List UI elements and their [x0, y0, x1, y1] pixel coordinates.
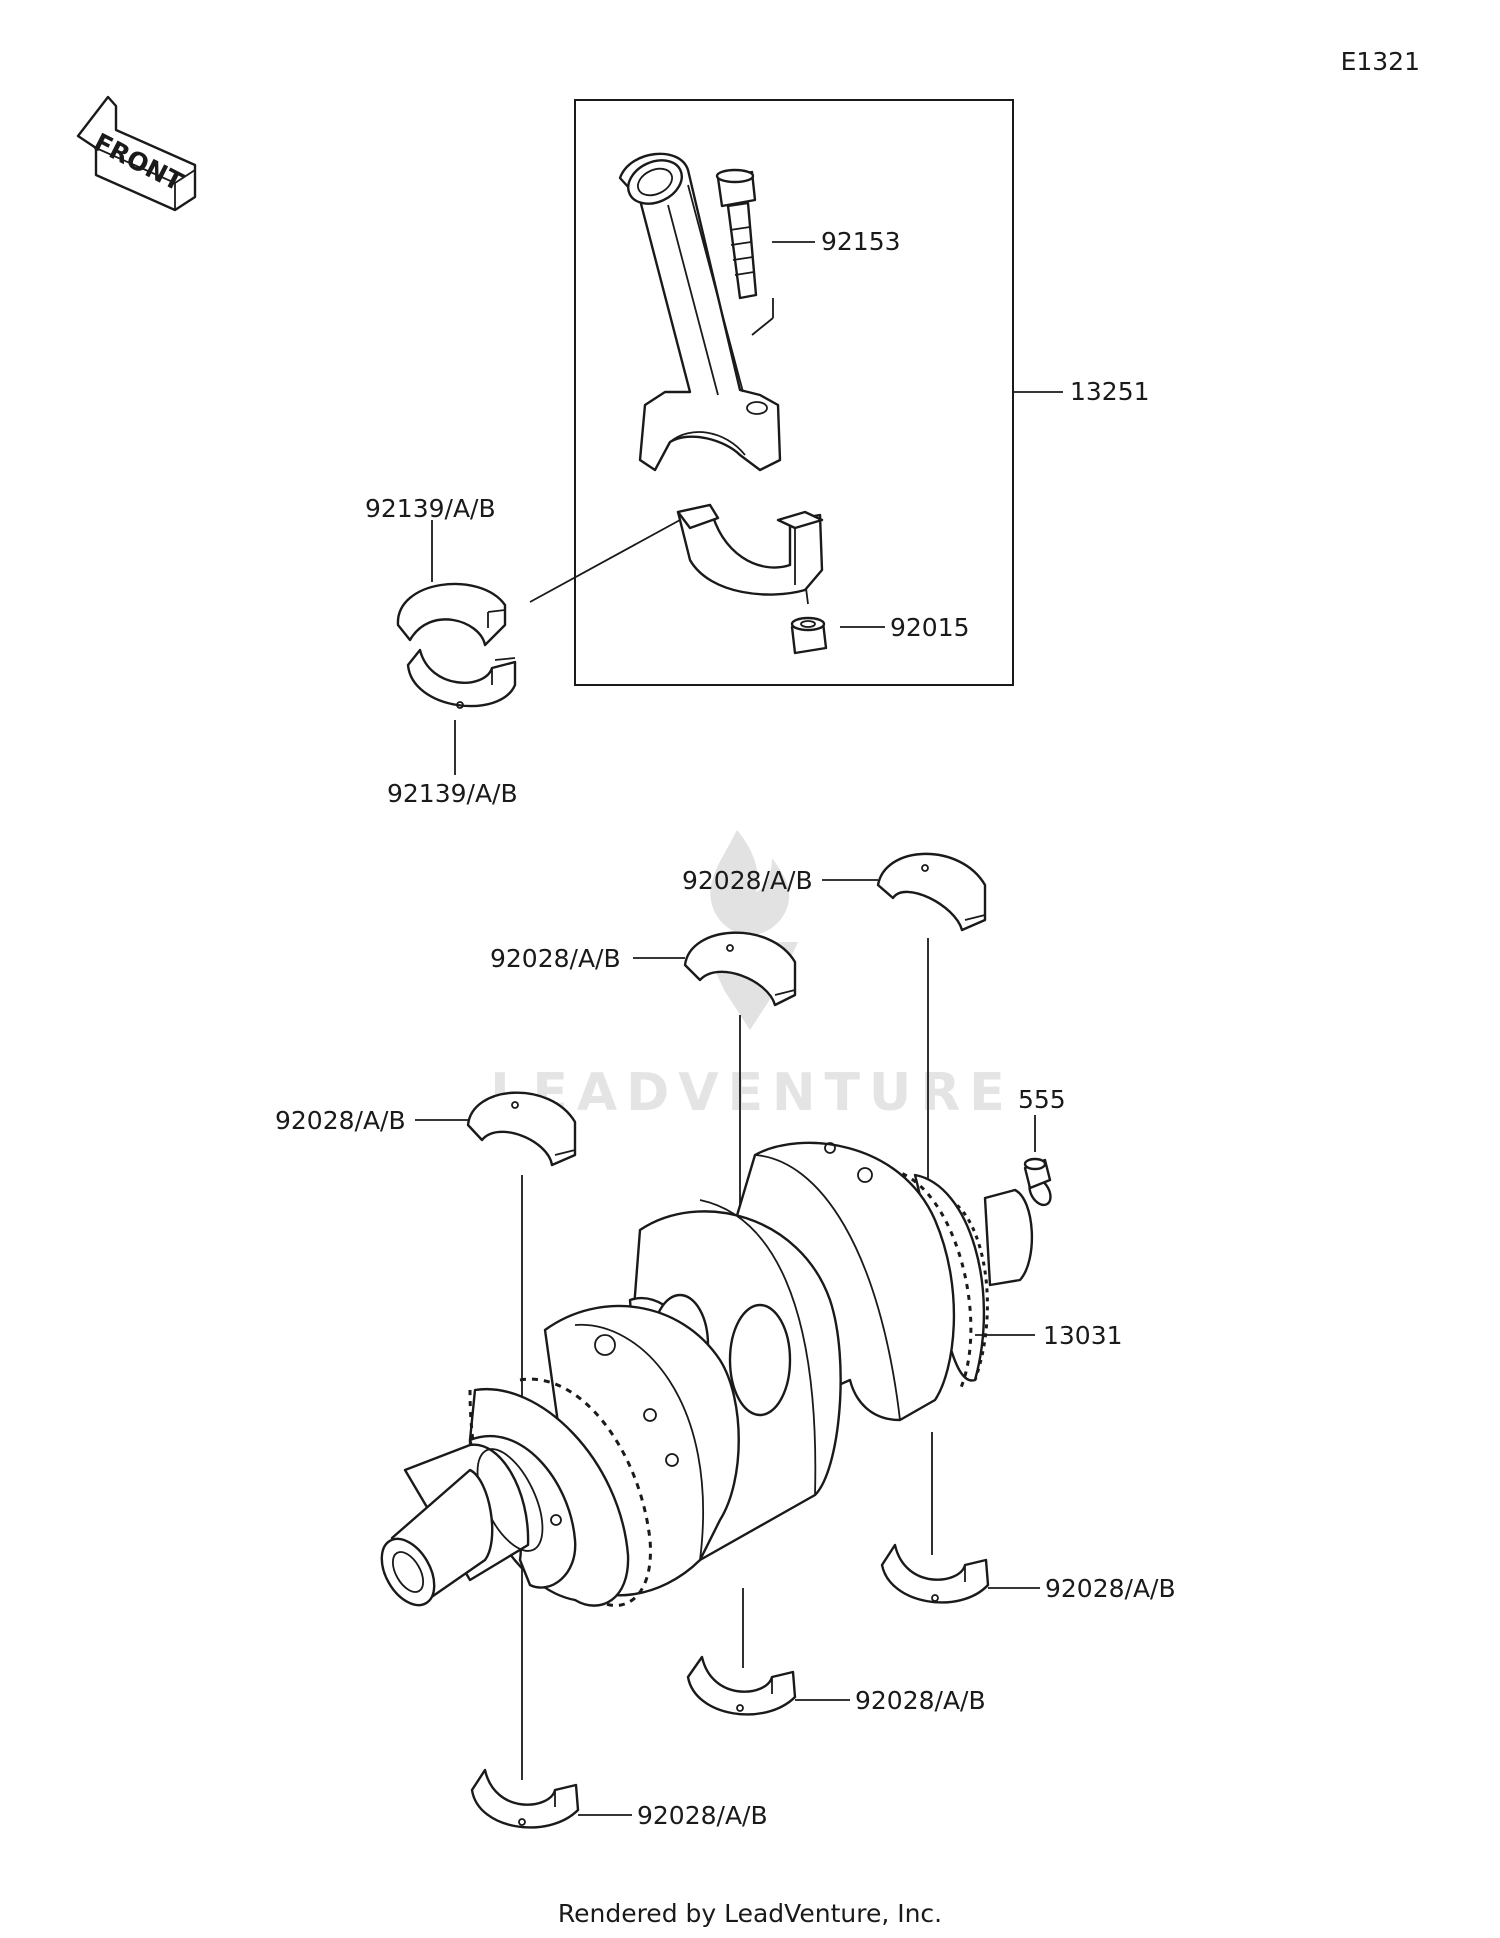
connecting-rod-nut — [790, 616, 828, 655]
main-bearing-upper-mid — [683, 931, 797, 1007]
callout-92015: 92015 — [890, 613, 970, 642]
diagram-code: E1321 — [1341, 47, 1420, 76]
main-bearing-upper-left — [466, 1091, 577, 1167]
conrod-bearing-lower — [406, 648, 517, 709]
callout-92028-upper-mid: 92028/A/B — [490, 944, 621, 973]
callout-92028-lower-mid: 92028/A/B — [855, 1686, 986, 1715]
callout-92028-top: 92028/A/B — [682, 866, 813, 895]
callout-555: 555 — [1018, 1085, 1066, 1114]
crankshaft-pin — [1023, 1157, 1052, 1190]
main-bearing-lower-mid — [686, 1655, 797, 1716]
main-bearing-top — [876, 852, 987, 932]
callout-13031: 13031 — [1043, 1321, 1123, 1350]
connecting-rod-cap — [676, 503, 824, 596]
callout-92028-upper-left: 92028/A/B — [275, 1106, 406, 1135]
callout-92139-upper: 92139/A/B — [365, 494, 496, 523]
render-credit: Rendered by LeadVenture, Inc. — [558, 1899, 942, 1928]
main-bearing-lower-right — [880, 1543, 990, 1604]
callout-92028-lower-right: 92028/A/B — [1045, 1574, 1176, 1603]
front-arrow-icon: FRONT — [76, 95, 197, 212]
callout-92139-lower: 92139/A/B — [387, 779, 518, 808]
callout-13251: 13251 — [1070, 377, 1150, 406]
main-bearing-lower-left — [470, 1768, 580, 1829]
crankshaft — [380, 1141, 1052, 1607]
callout-92153: 92153 — [821, 227, 901, 256]
connecting-rod — [618, 152, 782, 472]
watermark-text: LEADVENTURE — [490, 1063, 1014, 1123]
connecting-rod-bolt — [715, 168, 758, 300]
callout-92028-lower-left: 92028/A/B — [637, 1801, 768, 1830]
conrod-bearing-upper — [396, 582, 507, 647]
